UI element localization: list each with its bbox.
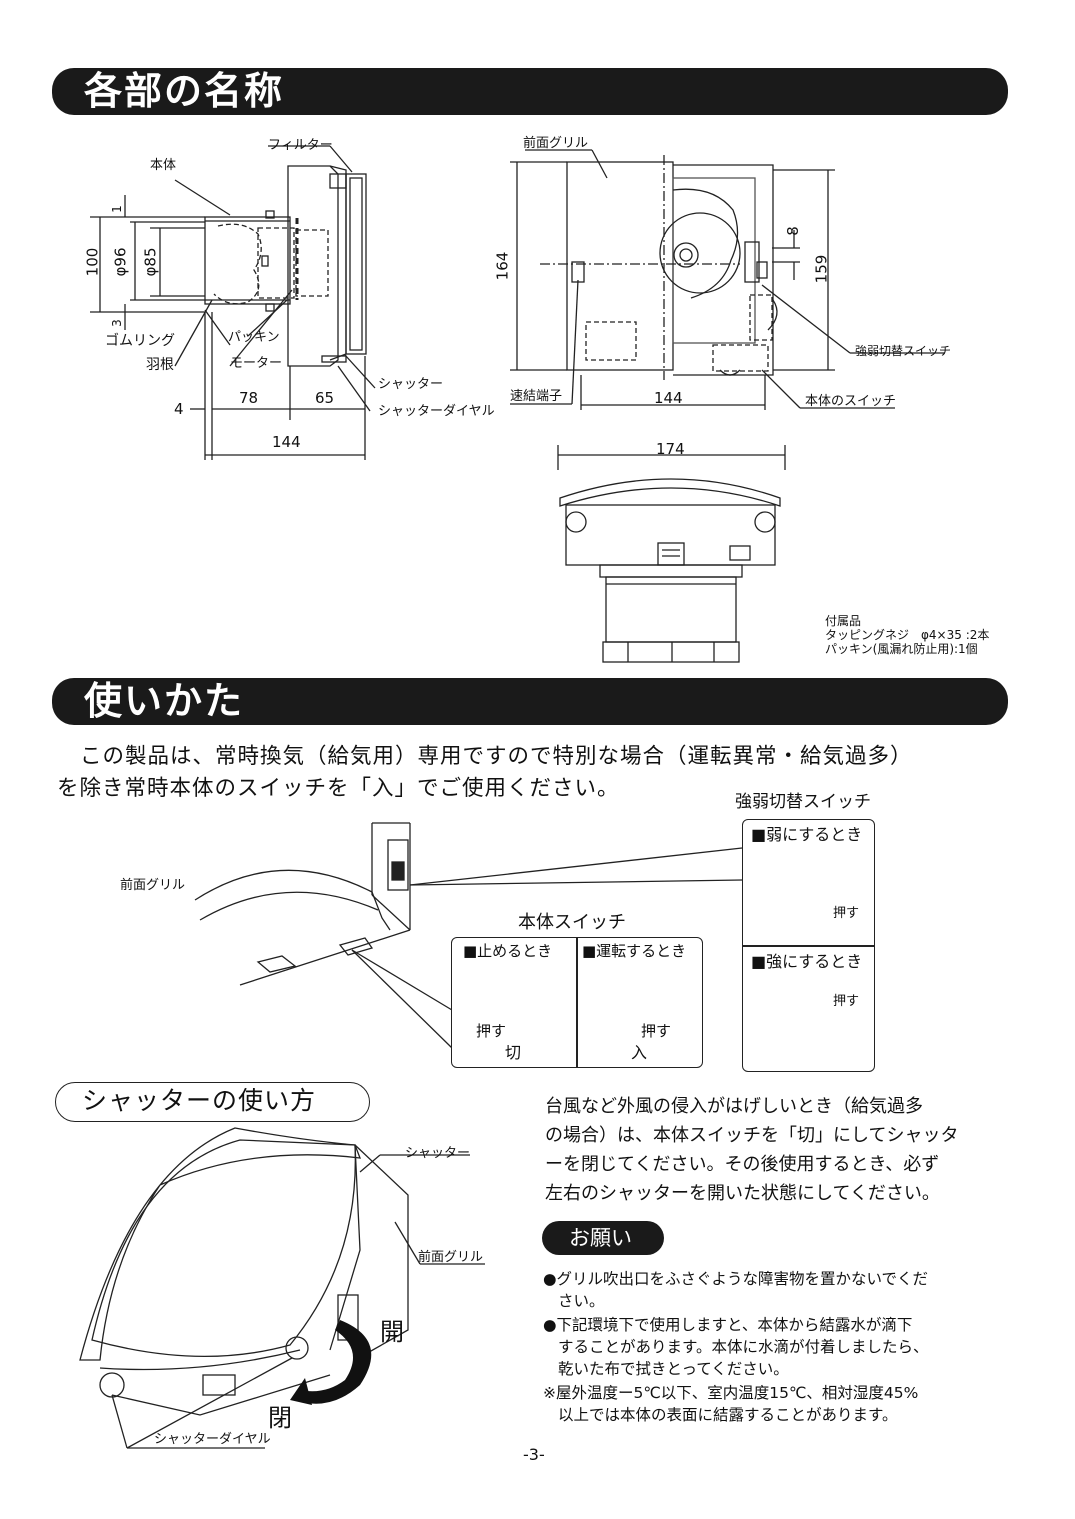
run-push-label: 押す xyxy=(641,1022,672,1040)
dim-3: 3 xyxy=(109,319,124,327)
dim-164: 164 xyxy=(493,251,512,281)
label-front-grill: 前面グリル xyxy=(523,136,589,151)
dim-144-side: 144 xyxy=(272,433,301,451)
usage-section-header: 使いかた xyxy=(52,678,1008,725)
front-view-drawing xyxy=(510,149,945,410)
request-item-2-line-1: ●下記環境下で使用しますと、本体から結露水が滴下 xyxy=(543,1316,913,1334)
page-number: -3- xyxy=(523,1445,545,1464)
label-motor: モーター xyxy=(230,356,283,371)
request-header: お願い xyxy=(542,1221,664,1255)
label-packing: パッキン xyxy=(228,330,280,345)
stop-caption: ■止めるとき xyxy=(463,942,553,960)
stop-push-label: 押す xyxy=(476,1022,507,1040)
top-view-drawing xyxy=(557,445,786,663)
label-shutter: シャッター xyxy=(378,377,444,392)
dim-1: 1 xyxy=(109,205,124,213)
shutter-dial-label: シャッターダイヤル xyxy=(154,1432,271,1447)
label-body: 本体 xyxy=(150,158,177,173)
on-label: 入 xyxy=(631,1043,648,1062)
shutter-para-line-3: ーを閉じてください。その後使用するとき、必ず xyxy=(545,1154,940,1175)
body-switch-panel xyxy=(451,937,703,1068)
off-label: 切 xyxy=(505,1043,522,1062)
side-view-drawing xyxy=(90,145,376,460)
request-item-3-line-2: 以上では本体の表面に結露することがあります。 xyxy=(558,1406,898,1424)
dim-65: 65 xyxy=(315,389,335,407)
accessories-line-1: タッピングネジ φ4×35 :2本 xyxy=(825,628,990,642)
label-strength-switch: 強弱切替スイッチ xyxy=(855,344,952,358)
dim-100: 100 xyxy=(83,247,102,277)
shutter-para-line-4: 左右のシャッターを開いた状態にしてください。 xyxy=(545,1183,940,1204)
shutter-drawing xyxy=(79,1127,485,1449)
shutter-section-title: シャッターの使い方 xyxy=(82,1086,317,1115)
accessories-title: 付属品 xyxy=(825,614,862,628)
weak-caption: ■弱にするとき xyxy=(751,825,863,844)
dim-144-front: 144 xyxy=(654,389,683,407)
close-label: 閉 xyxy=(268,1404,292,1432)
parts-section-header: 各部の名称 xyxy=(52,68,1008,115)
shutter-para-line-2: の場合）は、本体スイッチを「切」にしてシャッタ xyxy=(545,1125,959,1146)
panel-divider xyxy=(743,945,874,947)
request-item-2-line-2: することがあります。本体に水滴が付着しましたら、 xyxy=(558,1338,929,1356)
usage-section-title: 使いかた xyxy=(84,679,245,723)
dim-phi85: φ85 xyxy=(141,247,160,277)
shutter-section-header: シャッターの使い方 xyxy=(55,1082,370,1122)
usage-text-line-1: この製品は、常時換気（給気用）専用ですので特別な場合（運転異常・給気過多） xyxy=(80,744,913,769)
usage-label-front-grill: 前面グリル xyxy=(120,878,186,893)
dim-4: 4 xyxy=(174,400,184,418)
label-rubber-ring: ゴムリング xyxy=(105,333,175,349)
request-title: お願い xyxy=(569,1226,632,1250)
usage-text-line-2: を除き常時本体のスイッチを「入」でご使用ください。 xyxy=(57,776,620,801)
request-item-2-line-3: 乾いた布で拭きとってください。 xyxy=(558,1360,789,1378)
dim-159: 159 xyxy=(812,254,831,284)
shutter-front-grill-label: 前面グリル xyxy=(418,1250,484,1265)
shutter-label: シャッター xyxy=(405,1146,471,1161)
label-filter: フィルター xyxy=(268,138,333,153)
rotate-arrowhead-icon xyxy=(290,1378,312,1405)
strong-caption: ■強にするとき xyxy=(751,952,863,971)
label-shutter-dial: シャッターダイヤル xyxy=(378,404,495,419)
request-item-1-line-2: さい。 xyxy=(558,1292,605,1310)
label-fan: 羽根 xyxy=(146,357,174,373)
request-item-3-line-1: ※屋外温度ー5℃以下、室内温度15℃、相対湿度45% xyxy=(543,1384,919,1402)
run-caption: ■運転するとき xyxy=(582,942,687,960)
dim-174: 174 xyxy=(656,440,685,458)
parts-section-title: 各部の名称 xyxy=(84,69,285,113)
label-body-switch: 本体のスイッチ xyxy=(805,394,897,409)
body-switch-title: 本体スイッチ xyxy=(518,912,626,933)
weak-push-label: 押す xyxy=(833,906,860,921)
strength-switch-panel xyxy=(742,819,875,1072)
strong-push-label: 押す xyxy=(833,994,860,1009)
open-label: 開 xyxy=(380,1318,404,1346)
dim-phi96: φ96 xyxy=(111,247,130,277)
label-quick-terminal: 速結端子 xyxy=(510,389,563,404)
dim-8: 8 xyxy=(783,226,802,236)
rotate-arrow-icon xyxy=(295,1320,372,1404)
shutter-para-line-1: 台風など外風の侵入がはげしいとき（給気過多 xyxy=(545,1096,923,1117)
request-item-1-line-1: ●グリル吹出口をふさぐような障害物を置かないでくだ xyxy=(543,1270,929,1288)
dim-78: 78 xyxy=(239,389,259,407)
strength-switch-title: 強弱切替スイッチ xyxy=(735,792,871,812)
panel-divider xyxy=(576,938,578,1067)
accessories-line-2: パッキン(風漏れ防止用):1個 xyxy=(825,642,978,656)
